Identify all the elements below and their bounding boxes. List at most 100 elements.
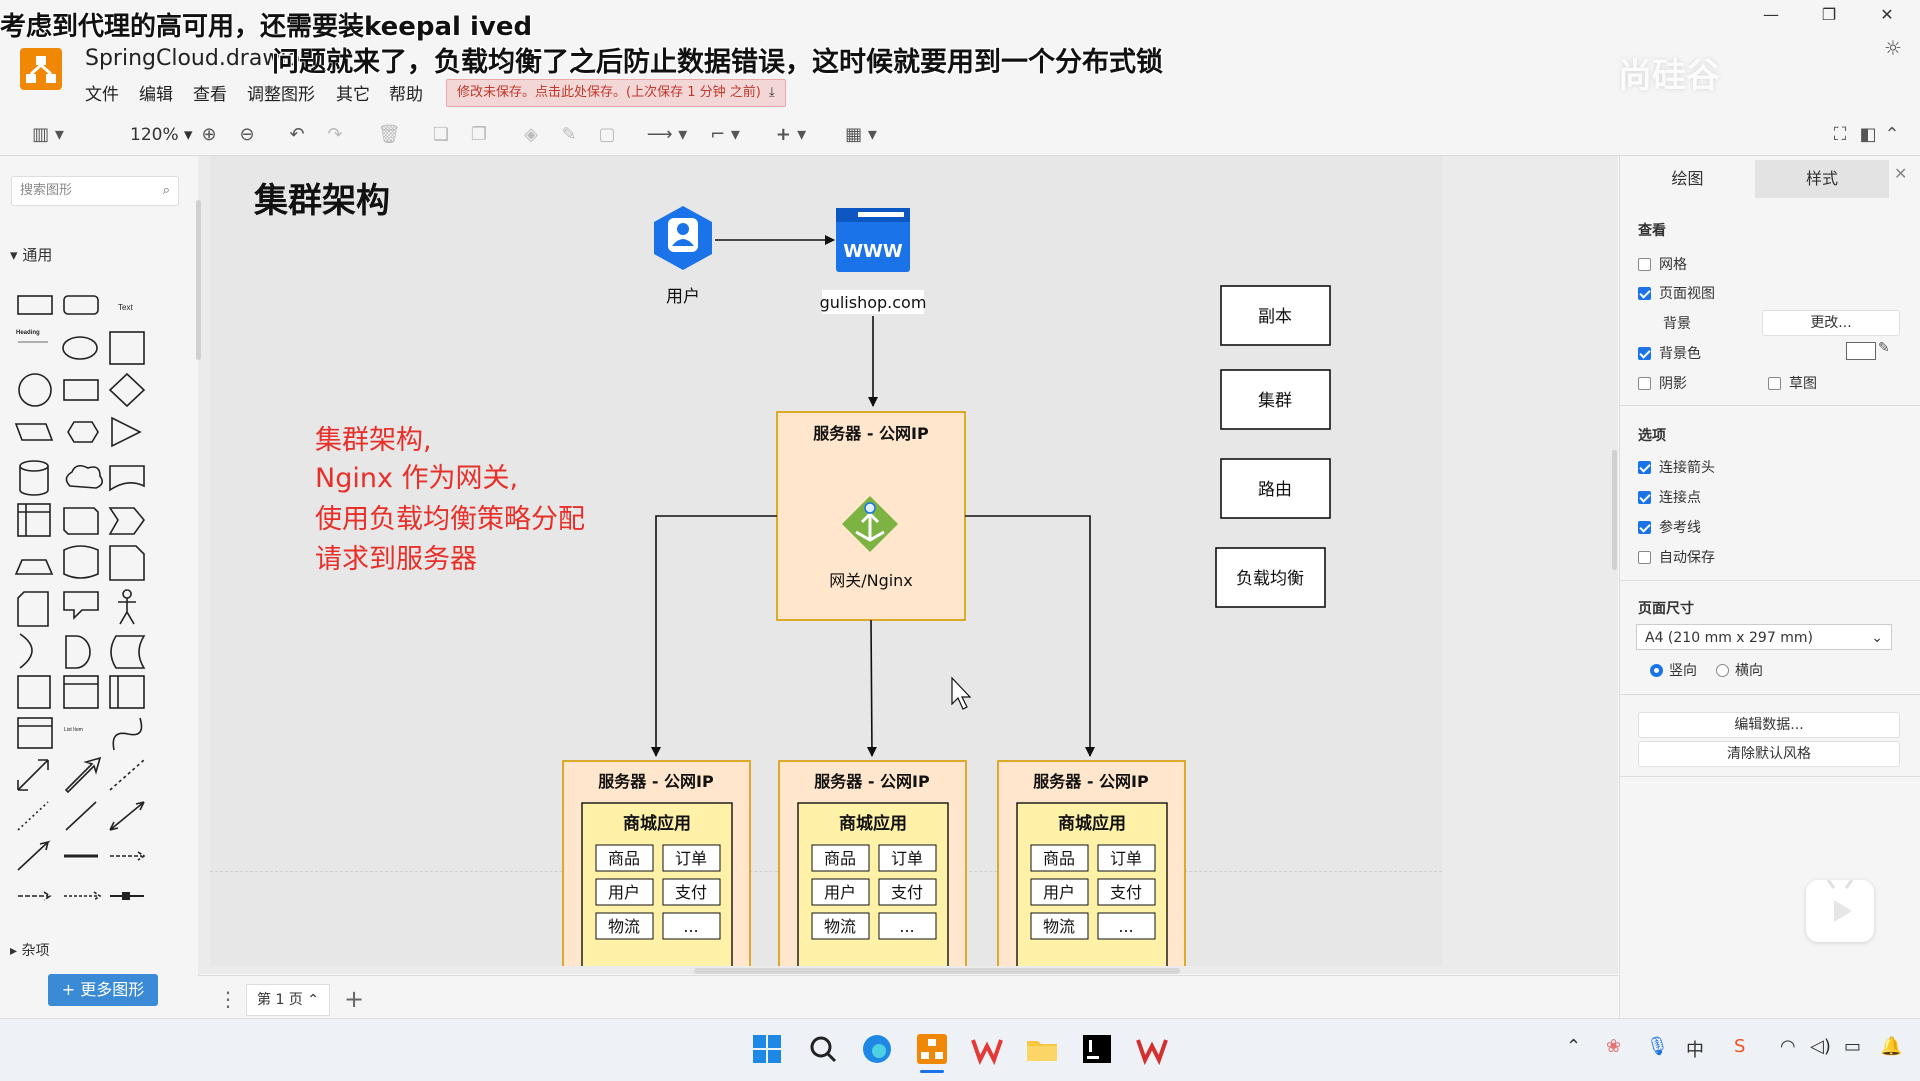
edge-browser-icon[interactable] (860, 1032, 894, 1066)
page-size-select[interactable]: A4 (210 mm x 297 mm)⌄ (1636, 624, 1892, 650)
tab-style[interactable]: 样式 (1755, 160, 1889, 198)
format-panel-icon[interactable]: ◧ (1859, 124, 1877, 145)
zoom-in-icon[interactable]: ⊕ (201, 124, 217, 145)
menu-view[interactable]: 查看 (193, 85, 227, 105)
module-box[interactable] (1030, 844, 1089, 872)
undo-icon[interactable]: ↶ (289, 124, 305, 145)
wps-pdf-icon[interactable] (1135, 1032, 1169, 1066)
module-box[interactable] (811, 912, 870, 940)
legend-load-balancing[interactable] (1215, 547, 1326, 608)
module-box[interactable] (662, 878, 721, 906)
pages-menu-icon[interactable]: ⋮ (218, 987, 238, 1011)
edit-data-button[interactable]: 编辑数据... (1638, 712, 1900, 738)
edge-gateway-to-server-3[interactable] (965, 515, 1095, 757)
menu-help[interactable]: 帮助 (389, 85, 423, 105)
legend-routing[interactable] (1220, 458, 1331, 519)
clear-default-style-button[interactable]: 清除默认风格 (1638, 741, 1900, 767)
insert-icon[interactable]: + ▾ (775, 124, 807, 145)
menu-arrange[interactable]: 调整图形 (247, 85, 315, 105)
redo-icon[interactable]: ↷ (327, 124, 343, 145)
delete-icon[interactable]: 🗑 (377, 124, 401, 145)
module-box[interactable] (878, 912, 937, 940)
sketch-checkbox[interactable]: 草图 (1768, 373, 1817, 393)
change-background-button[interactable]: 更改... (1762, 310, 1900, 336)
module-box[interactable] (1097, 912, 1156, 940)
battery-icon[interactable]: ▭ (1844, 1036, 1862, 1057)
module-box[interactable] (595, 844, 654, 872)
connection-arrows-checkbox[interactable]: 连接箭头 (1638, 457, 1715, 477)
to-front-icon[interactable]: ❏ (432, 124, 450, 145)
module-box[interactable] (595, 912, 654, 940)
autosave-checkbox[interactable]: 自动保存 (1638, 547, 1715, 567)
unsaved-notice[interactable]: 修改未保存。点击此处保存。(上次保存 1 分钟 之前) ⤓ (446, 79, 786, 107)
edge-gateway-to-server-1[interactable] (651, 515, 777, 757)
module-box[interactable] (878, 878, 937, 906)
menu-file[interactable]: 文件 (85, 85, 119, 105)
add-page-icon[interactable]: + (344, 985, 365, 1013)
zoom-select[interactable]: 120% ▾ (130, 125, 193, 145)
horizontal-scrollbar[interactable] (694, 968, 1180, 974)
legend-cluster[interactable] (1220, 369, 1331, 430)
diagram-title[interactable]: 集群架构 (253, 181, 390, 221)
module-box[interactable] (662, 844, 721, 872)
minimize-button[interactable]: — (1763, 5, 1779, 24)
page-tab-1[interactable]: 第 1 页 ⌃ (246, 984, 330, 1016)
fill-color-icon[interactable]: ◈ (524, 124, 538, 145)
grid-checkbox[interactable]: 网格 (1638, 254, 1687, 274)
module-box[interactable] (1030, 878, 1089, 906)
tray-overflow-icon[interactable]: ⌃ (1566, 1036, 1582, 1057)
red-note[interactable]: 集群架构, Nginx 作为网关, 使用负载均衡策略分配 请求到服务器 (315, 425, 585, 575)
eyedropper-icon[interactable]: ✎ (1878, 340, 1890, 356)
connection-points-checkbox[interactable]: 连接点 (1638, 487, 1701, 507)
page-view-checkbox[interactable]: 页面视图 (1638, 283, 1715, 303)
sidebar-scrollbar[interactable] (196, 200, 201, 360)
close-window-button[interactable]: ✕ (1880, 5, 1894, 24)
portrait-radio[interactable]: 竖向 (1650, 660, 1697, 680)
app-server-1[interactable]: 服务器 - 公网IP 商城应用 商品 订单 用户 支付 物流 ... (562, 760, 751, 966)
document-title[interactable]: SpringCloud.drawio (85, 46, 300, 71)
fullscreen-icon[interactable]: ⛶ (1833, 124, 1847, 145)
theme-sun-icon[interactable]: ☼ (1884, 36, 1902, 60)
tab-diagram[interactable]: 绘图 (1620, 160, 1755, 198)
line-color-icon[interactable]: ✎ (561, 124, 577, 145)
file-explorer-icon[interactable] (1025, 1032, 1059, 1066)
menu-extras[interactable]: 其它 (336, 85, 370, 105)
format-panel-toggle-icon[interactable]: ▥ ▾ (32, 124, 64, 145)
module-box[interactable] (662, 912, 721, 940)
search-icon[interactable] (806, 1032, 840, 1066)
app-server-2[interactable]: 服务器 - 公网IP 商城应用 商品 订单 用户 支付 物流 ... (778, 760, 967, 966)
user-label[interactable]: 用户 (666, 287, 700, 307)
restore-button[interactable]: ❐ (1821, 5, 1837, 24)
module-box[interactable] (595, 878, 654, 906)
zoom-out-icon[interactable]: ⊖ (239, 124, 255, 145)
waypoints-icon[interactable]: ⌐ ▾ (710, 124, 740, 145)
wifi-icon[interactable]: ◠ (1780, 1036, 1796, 1057)
module-box[interactable] (878, 844, 937, 872)
website-icon[interactable]: WWW (836, 208, 910, 272)
module-box[interactable] (1097, 878, 1156, 906)
to-back-icon[interactable]: ❐ (470, 124, 488, 145)
guides-checkbox[interactable]: 参考线 (1638, 517, 1701, 537)
module-box[interactable] (811, 878, 870, 906)
windows-start-icon[interactable] (750, 1032, 784, 1066)
module-box[interactable] (1097, 844, 1156, 872)
volume-icon[interactable]: ◁) (1810, 1036, 1831, 1057)
drawio-taskbar-icon[interactable] (915, 1032, 949, 1066)
menu-edit[interactable]: 编辑 (139, 85, 173, 105)
background-color-swatch[interactable] (1846, 342, 1876, 360)
module-box[interactable] (811, 844, 870, 872)
app-server-3[interactable]: 服务器 - 公网IP 商城应用 商品 订单 用户 支付 物流 ... (997, 760, 1186, 966)
video-play-widget[interactable] (1806, 880, 1874, 942)
shadow-icon[interactable]: ▢ (598, 124, 616, 145)
more-shapes-button[interactable]: + 更多图形 (48, 974, 158, 1006)
microphone-icon[interactable]: 🎙 (1646, 1036, 1669, 1057)
intellij-icon[interactable] (1080, 1032, 1114, 1066)
section-general[interactable]: ▾ 通用 (10, 246, 53, 264)
module-box[interactable] (1030, 912, 1089, 940)
vertical-scrollbar[interactable] (1612, 450, 1617, 570)
section-misc[interactable]: ▸ 杂项 (10, 943, 50, 959)
ime-icon[interactable]: 中 (1686, 1040, 1704, 1061)
table-icon[interactable]: ▦ ▾ (845, 124, 877, 145)
shadow-checkbox[interactable]: 阴影 (1638, 373, 1687, 393)
landscape-radio[interactable]: 横向 (1716, 660, 1763, 680)
